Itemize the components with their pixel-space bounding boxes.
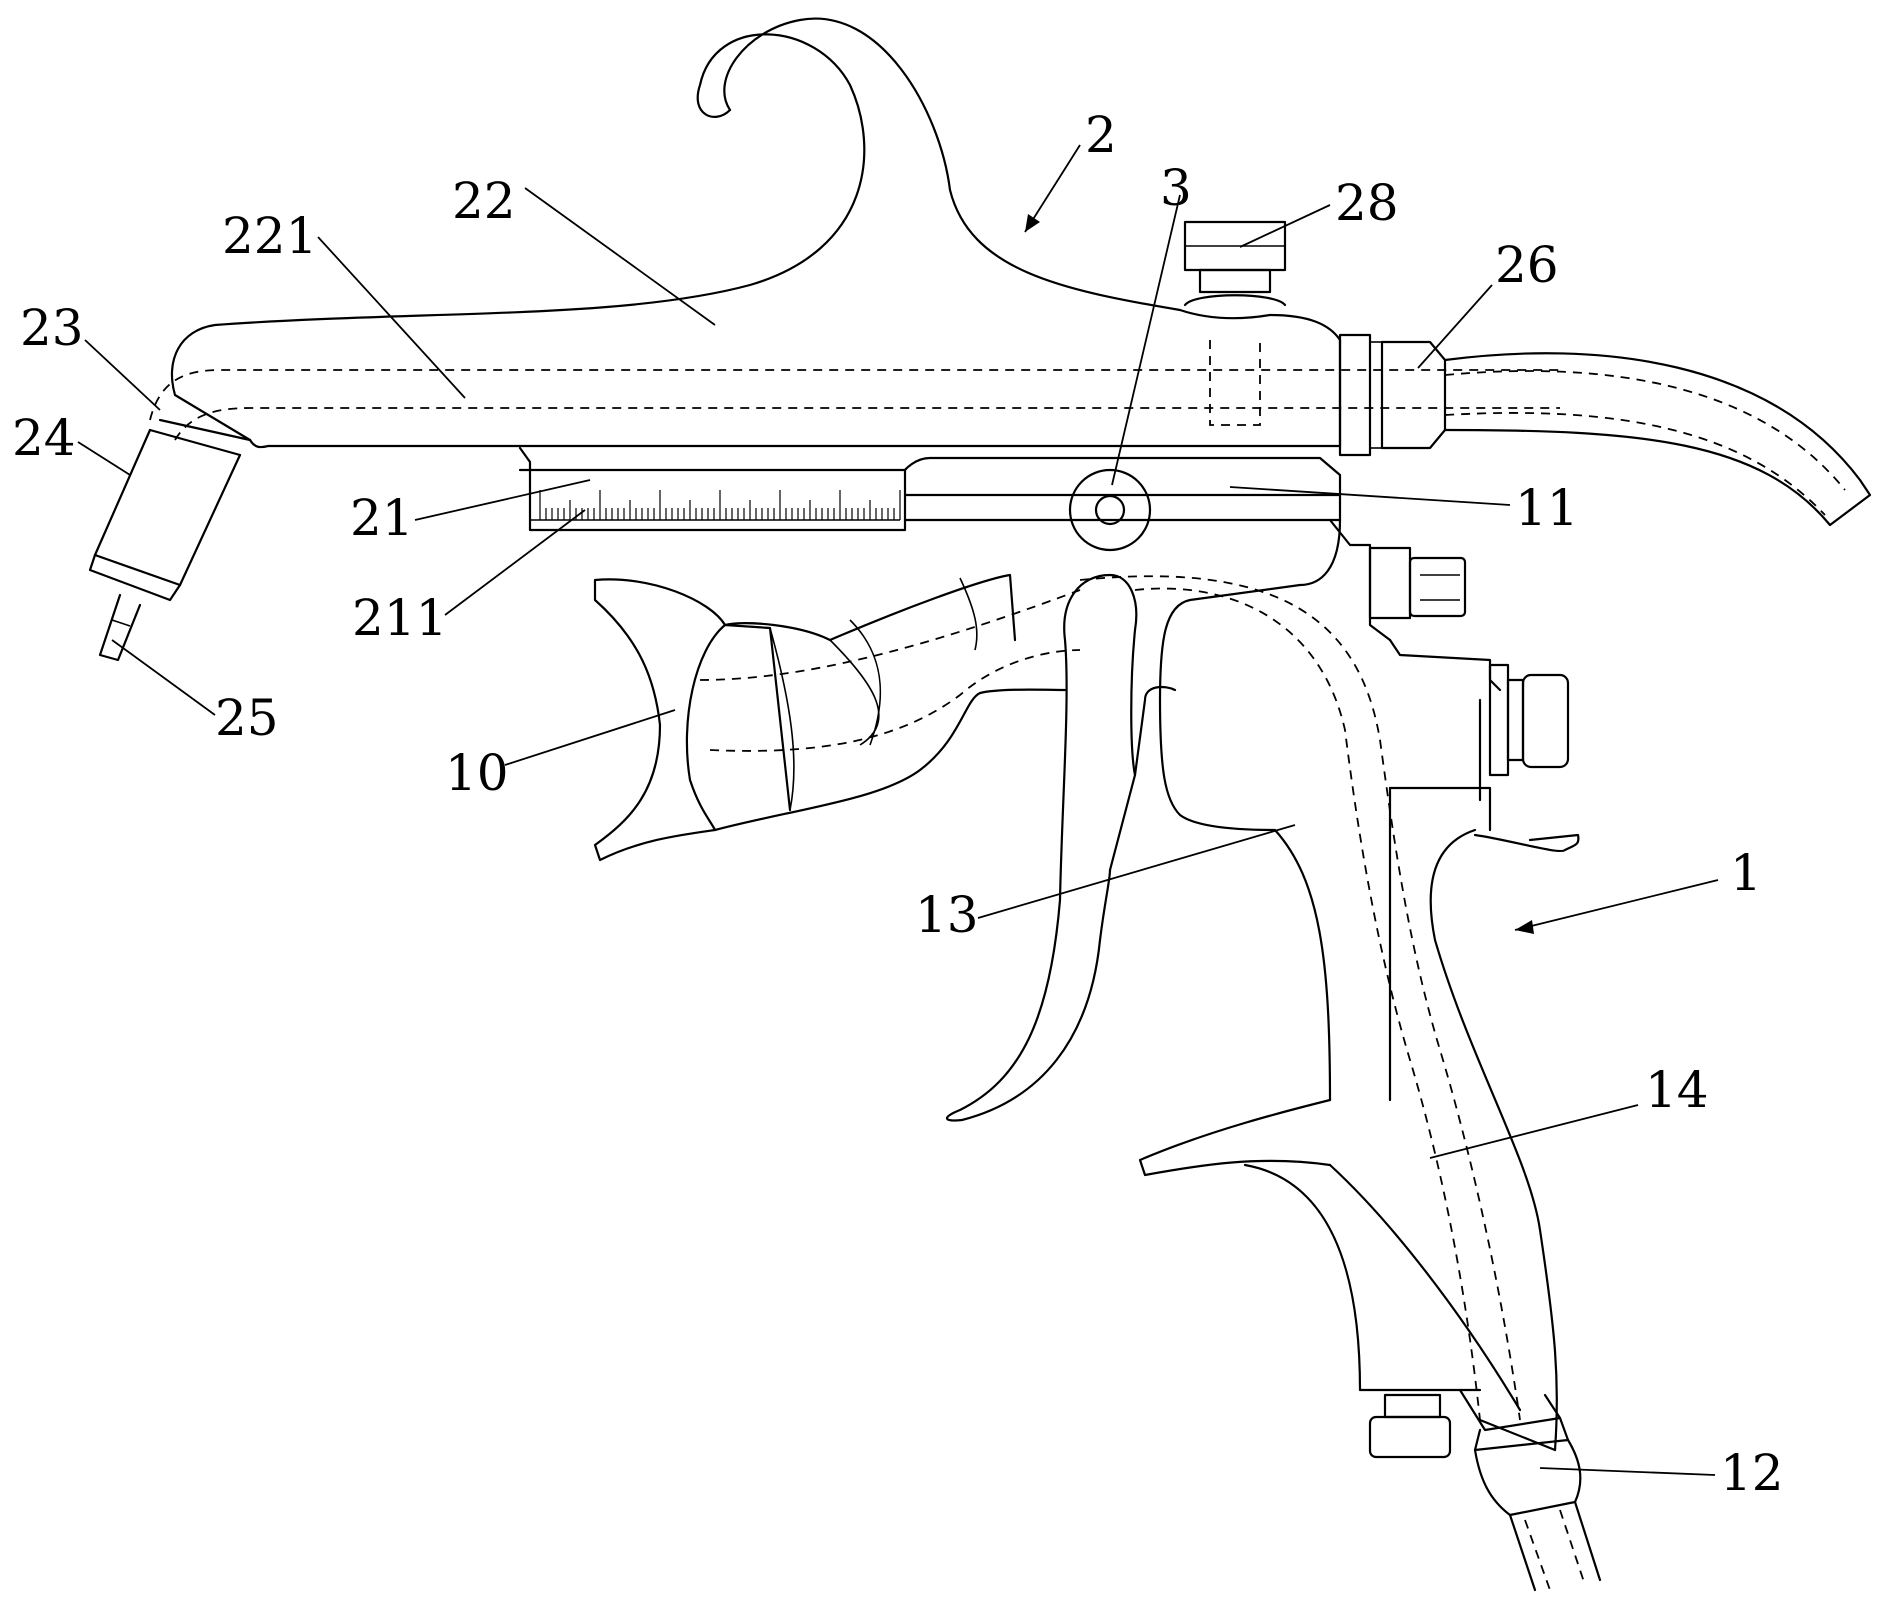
handle-1 bbox=[1080, 520, 1578, 1450]
label-23: 23 bbox=[20, 299, 84, 357]
label-11: 11 bbox=[1515, 479, 1579, 537]
label-2: 2 bbox=[1085, 106, 1117, 164]
leader-lines bbox=[78, 145, 1718, 1475]
label-14: 14 bbox=[1645, 1061, 1709, 1119]
label-25: 25 bbox=[215, 689, 279, 747]
connector-26 bbox=[1340, 335, 1870, 525]
slider-11 bbox=[905, 458, 1340, 550]
upper-body-22 bbox=[172, 19, 1340, 448]
passage-221 bbox=[150, 370, 1560, 440]
label-12: 12 bbox=[1720, 1444, 1784, 1502]
label-13: 13 bbox=[915, 886, 979, 944]
label-26: 26 bbox=[1495, 236, 1559, 294]
scale-ticks-211 bbox=[540, 490, 900, 520]
ruler-21 bbox=[520, 448, 905, 530]
reference-labels: 1 2 3 10 11 12 13 14 21 22 23 24 25 26 2… bbox=[12, 106, 1784, 1502]
nozzle-assembly bbox=[90, 420, 250, 660]
rear-knobs bbox=[1330, 520, 1568, 800]
bottom-nut bbox=[1370, 1395, 1450, 1457]
label-3: 3 bbox=[1160, 159, 1192, 217]
label-221: 221 bbox=[222, 207, 317, 265]
top-fitting-28 bbox=[1185, 222, 1285, 425]
label-1: 1 bbox=[1730, 844, 1762, 902]
label-21: 21 bbox=[350, 489, 414, 547]
label-28: 28 bbox=[1335, 174, 1399, 232]
support-10 bbox=[595, 575, 1080, 860]
label-10: 10 bbox=[445, 744, 509, 802]
pivot-3 bbox=[1070, 470, 1150, 550]
label-211: 211 bbox=[352, 589, 447, 647]
label-24: 24 bbox=[12, 409, 76, 467]
trigger-13 bbox=[947, 575, 1136, 1121]
label-22: 22 bbox=[452, 172, 516, 230]
